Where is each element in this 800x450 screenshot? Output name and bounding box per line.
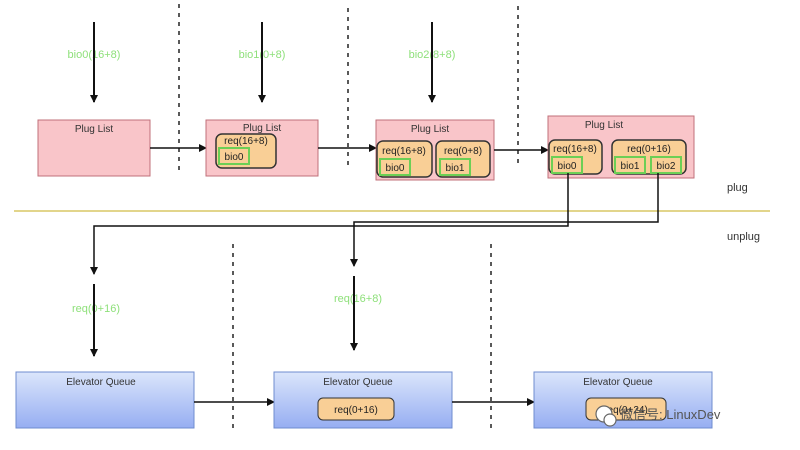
request-label: req(0+24) [604, 405, 648, 416]
req-label-1: req(0+16) [72, 303, 120, 315]
bio-box [439, 158, 471, 176]
bio-box [551, 156, 583, 174]
elevator-queue-title: Elevator Queue [66, 377, 136, 388]
req-label-2: req(16+8) [334, 293, 382, 305]
elevator-queue-1: Elevator Queue [15, 371, 195, 429]
bio-label: bio0 [558, 161, 577, 172]
connector-bio1-bio2-to-queue [350, 173, 659, 267]
plug-list-title: Plug List [411, 124, 450, 135]
plug-label: plug [727, 182, 748, 194]
bio-box [379, 158, 411, 176]
plug-list-stage-4: Plug List req(16+8) bio0 req(0+16) bio1 … [547, 115, 695, 179]
plug-list-title: Plug List [75, 124, 114, 135]
bio-label: bio1 [621, 161, 640, 172]
elevator-queue-2: Elevator Queue req(0+16) [273, 371, 453, 429]
request-label: req(0+8) [444, 146, 482, 157]
bio-label: bio2 [657, 161, 676, 172]
request-label: req(0+16) [334, 405, 378, 416]
watermark-text: 微信号: LinuxDev [620, 407, 721, 422]
plug-list-stage-2: Plug List req(16+8) bio0 [205, 119, 319, 177]
elevator-queue-title: Elevator Queue [583, 377, 653, 388]
watermark: 微信号: LinuxDev [595, 405, 721, 427]
wechat-icon-inner [603, 413, 617, 427]
bio-label: bio0 [386, 163, 405, 174]
bio-box [218, 147, 250, 165]
bio-box [650, 156, 682, 174]
unplug-label: unplug [727, 231, 760, 243]
request-label: req(0+16) [627, 144, 671, 155]
plug-list-title: Plug List [243, 123, 282, 134]
bio-label: bio0 [225, 152, 244, 163]
bio-box [614, 156, 646, 174]
request-label: req(16+8) [553, 144, 597, 155]
elevator-queue-title: Elevator Queue [323, 377, 393, 388]
plug-list-stage-3: Plug List req(16+8) bio0 req(0+8) bio1 [375, 119, 495, 181]
plug-list-title: Plug List [585, 120, 624, 131]
connector-bio0-to-queue [90, 173, 569, 275]
request-label: req(16+8) [382, 146, 426, 157]
elevator-queue-3: Elevator Queue req(0+24) [533, 371, 713, 429]
bio-label: bio1 [446, 163, 465, 174]
plug-list-stage-1: Plug List [37, 119, 151, 177]
request-label: req(16+8) [224, 136, 268, 147]
request-box [317, 397, 395, 421]
